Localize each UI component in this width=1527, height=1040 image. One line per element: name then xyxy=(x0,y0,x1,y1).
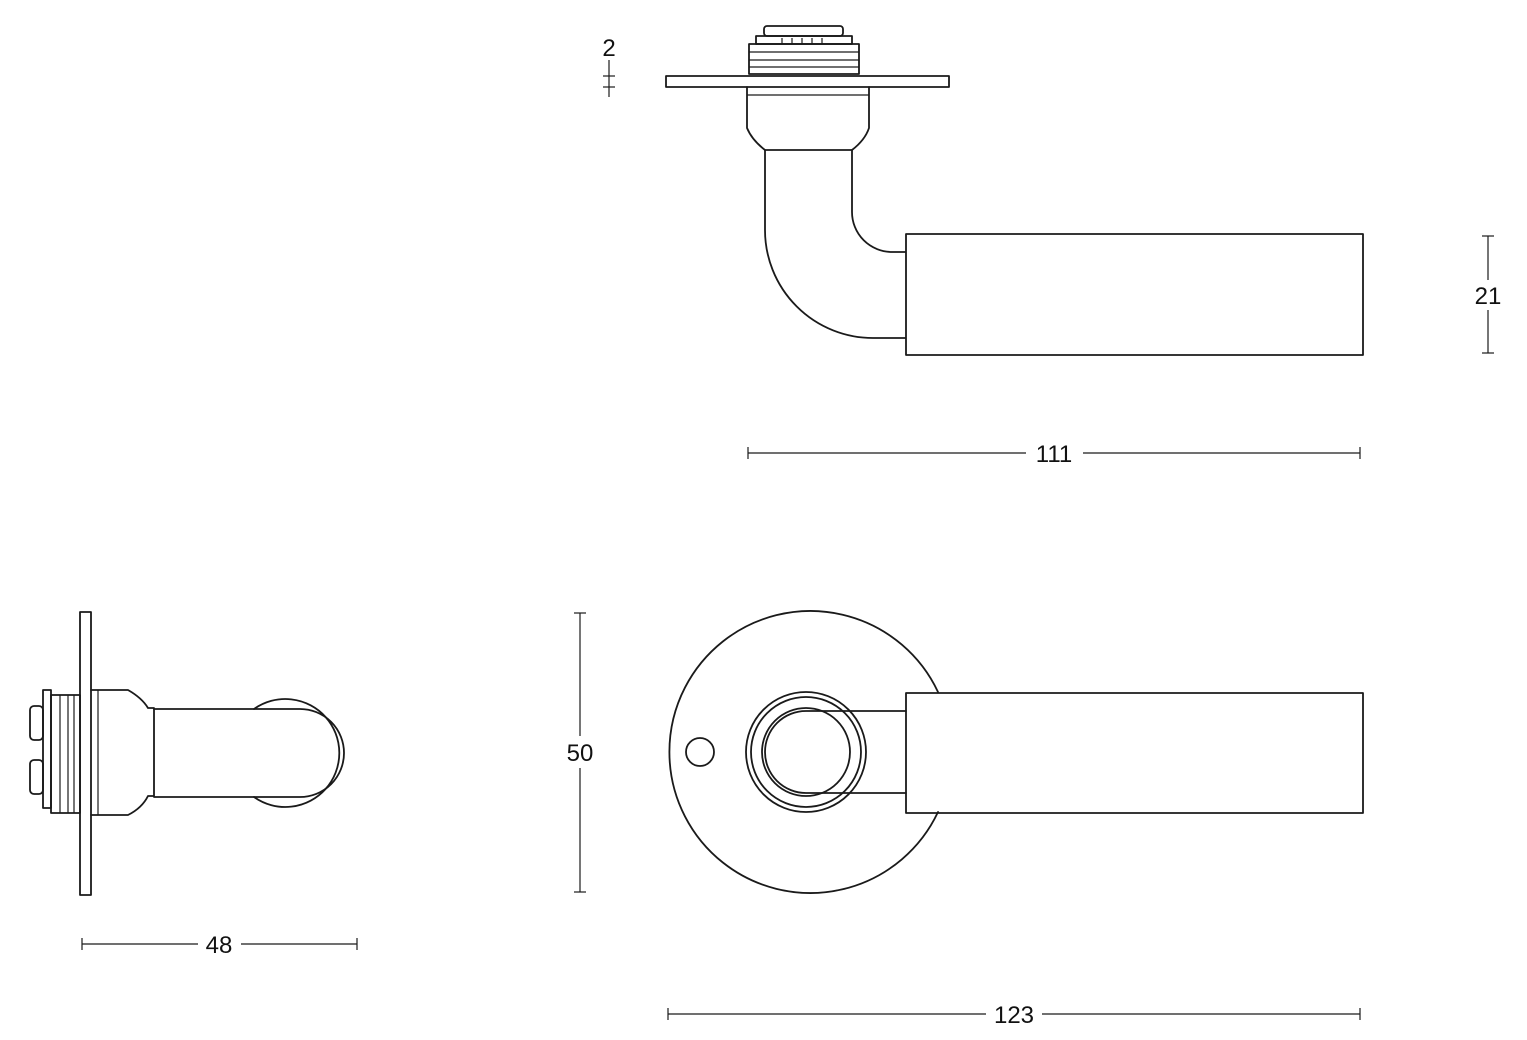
top-collar xyxy=(746,86,870,151)
dim-rose-diameter: 50 xyxy=(567,612,594,893)
side-spindle-cap xyxy=(29,689,81,814)
front-lever-bar xyxy=(905,692,1364,814)
side-view xyxy=(29,611,345,896)
top-mounting-plate xyxy=(665,75,950,88)
side-rose xyxy=(253,698,341,808)
dim-plate-thickness-label: 2 xyxy=(602,35,615,62)
dim-side-depth: 48 xyxy=(81,932,358,959)
dim-plate-thickness: 2 xyxy=(602,35,616,97)
dim-side-depth-label: 48 xyxy=(206,932,233,959)
top-lever-bar xyxy=(905,233,1364,356)
front-collar-outer xyxy=(745,691,867,813)
top-view xyxy=(665,25,1364,356)
dim-overall-length-label: 123 xyxy=(994,1002,1034,1029)
side-collar xyxy=(90,689,155,816)
dim-overall-length: 123 xyxy=(667,1002,1361,1029)
front-lever-neck xyxy=(764,710,907,794)
front-screw-hole xyxy=(685,737,715,767)
front-view xyxy=(668,610,1364,894)
side-mounting-plate xyxy=(79,611,92,896)
dim-lever-projection-label: 111 xyxy=(1036,441,1072,468)
top-spindle-cap xyxy=(748,25,860,75)
side-lever-bar xyxy=(153,708,345,798)
dim-rose-diameter-label: 50 xyxy=(567,740,594,767)
front-rose xyxy=(668,610,939,894)
dim-lever-projection: 111 xyxy=(747,441,1361,468)
dim-lever-height-label: 21 xyxy=(1475,283,1502,310)
dim-lever-height: 21 xyxy=(1475,235,1502,354)
top-lever-neck xyxy=(764,149,906,339)
